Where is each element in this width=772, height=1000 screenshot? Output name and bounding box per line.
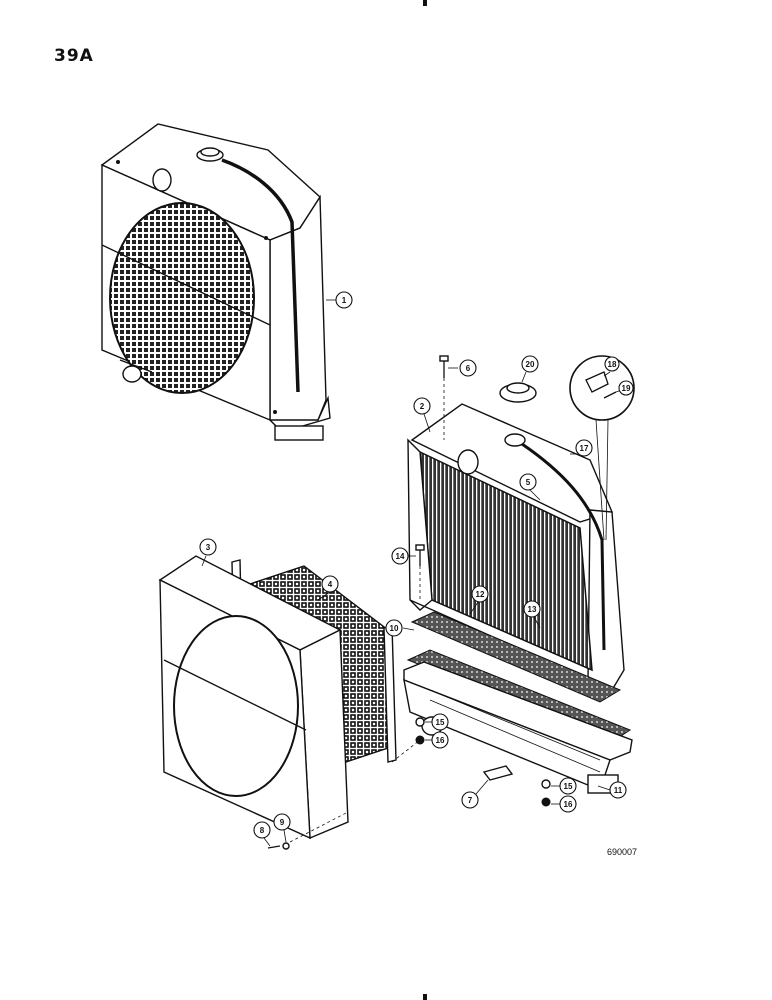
fan-shroud-and-grille [158, 555, 421, 850]
svg-text:6: 6 [466, 364, 471, 373]
page-number: 39A [54, 46, 94, 66]
callout-7: 7 [461, 779, 489, 809]
callout-6: 6 [448, 359, 477, 377]
callout-5: 5 [519, 473, 541, 501]
drawing-code: 690007 [607, 847, 638, 857]
svg-text:11: 11 [614, 786, 623, 795]
callout-13: 13 [523, 600, 541, 629]
svg-text:8: 8 [260, 826, 265, 835]
svg-text:20: 20 [526, 360, 535, 369]
svg-text:10: 10 [390, 624, 399, 633]
callout-20: 20 [521, 355, 539, 383]
callout-19: 19 [615, 380, 634, 396]
svg-text:13: 13 [528, 605, 537, 614]
svg-text:15: 15 [436, 718, 445, 727]
callout-14: 14 [391, 547, 416, 565]
svg-text:5: 5 [526, 478, 531, 487]
svg-text:4: 4 [328, 580, 333, 589]
svg-text:19: 19 [622, 384, 631, 393]
radiator-core-assembly [407, 355, 635, 691]
svg-text:7: 7 [468, 796, 473, 805]
callout-16-right: 16 [551, 795, 577, 813]
callout-9: 9 [273, 813, 291, 843]
svg-text:9: 9 [280, 818, 285, 827]
callout-11: 11 [597, 781, 627, 799]
callout-1: 1 [326, 291, 353, 309]
svg-text:18: 18 [608, 360, 617, 369]
svg-text:16: 16 [564, 800, 573, 809]
svg-text:1: 1 [342, 296, 347, 305]
svg-text:14: 14 [396, 552, 405, 561]
callout-10: 10 [385, 619, 415, 637]
svg-text:2: 2 [420, 402, 425, 411]
callout-16-left: 16 [425, 731, 449, 749]
callout-3: 3 [199, 538, 217, 567]
callout-12: 12 [469, 585, 489, 615]
callout-15-left: 15 [425, 713, 449, 731]
callout-2: 2 [413, 397, 431, 433]
svg-text:3: 3 [206, 543, 211, 552]
callout-4: 4 [317, 575, 339, 601]
gasket-and-bottom-tank [403, 611, 633, 794]
svg-text:16: 16 [436, 736, 445, 745]
callout-17: 17 [570, 439, 593, 457]
callout-15-right: 15 [551, 777, 577, 795]
hardware [415, 717, 551, 807]
callout-18: 18 [603, 356, 620, 377]
radiator-assembly [100, 123, 331, 441]
svg-text:17: 17 [580, 444, 589, 453]
svg-text:15: 15 [564, 782, 573, 791]
svg-text:12: 12 [476, 590, 485, 599]
callout-8: 8 [253, 821, 271, 847]
